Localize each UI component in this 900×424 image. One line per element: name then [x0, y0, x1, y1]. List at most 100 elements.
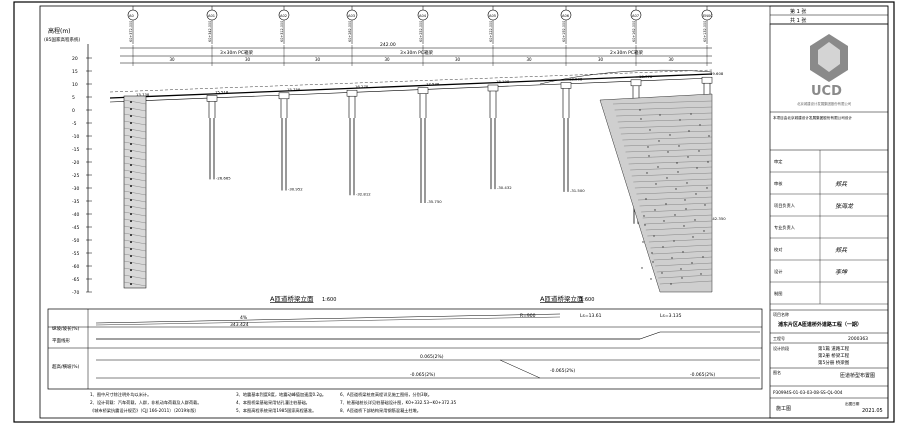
- note-line: 《城市桥梁抗震设计规范》（CJJ 166-2011）（2019年版）: [90, 407, 199, 414]
- pier-column: -30.952: [278, 92, 303, 191]
- slope-length: 343.424: [230, 322, 249, 328]
- drawing-name-label: 图名: [773, 369, 781, 375]
- company-note: 本项目由北京城建设计发展集团股份有限公司设计: [773, 115, 852, 120]
- station-label: K0+192.000: [562, 21, 566, 42]
- axis-title: 高程(m): [48, 27, 71, 35]
- company-logo: UCD 北京城建设计发展集团股份有限公司: [797, 34, 851, 106]
- right-view-scale: 1:600: [580, 297, 594, 303]
- pile-bottom-elev: -30.952: [288, 186, 303, 191]
- span-right-group-label: 2×30m PC箱梁: [610, 49, 644, 56]
- pile-bottom-elev: -32.812: [356, 191, 371, 196]
- right-view-title: A匝道桥梁立面: [540, 294, 584, 303]
- role-label: 项目负责人: [774, 202, 796, 209]
- span-mid-group-label: 3×30m PC箱梁: [400, 49, 434, 56]
- axis-tick-label: -65: [72, 277, 79, 283]
- date: 2021.05: [862, 408, 883, 414]
- span-length-label: 30: [455, 57, 461, 62]
- axis-tick-label: -70: [72, 290, 79, 296]
- sheet-counter: 第 1 张 共 1 张: [769, 5, 889, 25]
- note-line: 8、A匝道桥下部结构采用钢筋混凝土柱墩。: [340, 407, 421, 414]
- outer-frame: [13, 1, 895, 423]
- axis-tick-label: -25: [72, 173, 79, 179]
- pier-top-elev: 13.738: [136, 92, 150, 97]
- station-label: K0+162.000: [632, 21, 636, 42]
- note-line: 4、本图桥梁基础采用钻孔灌注桩基础。: [236, 399, 310, 406]
- pier-top-elev: 18.198: [496, 79, 510, 84]
- pier-label: A0: [129, 14, 134, 18]
- pier-top-elev: 15.518: [215, 89, 229, 94]
- role-label: 制图: [774, 290, 782, 297]
- note-line: 5、本图高程系统采用1985国家高程基准。: [236, 407, 316, 414]
- pier-label: A06: [562, 14, 570, 18]
- axis-tick-label: 10: [72, 82, 78, 88]
- span-total-label: 242.00: [380, 42, 396, 48]
- note-line: 7、桩基础桩长详见桩基础设计图，K0+332.53~K0+372.35: [340, 399, 456, 406]
- left-view-title: A匝道桥梁立面: [270, 294, 314, 303]
- pier-label: A03: [348, 14, 355, 18]
- pier-column: -26.665: [206, 95, 231, 180]
- span-length-label: 30: [598, 57, 604, 62]
- curve-k: Ls=3.135: [660, 313, 682, 319]
- cross-slope-3: -0.065(2%): [550, 368, 575, 374]
- note-line: 3、地震基本烈度8度，地震动峰值加速度0.2g。: [236, 391, 326, 398]
- pier-top-elev: 17.538: [426, 82, 440, 87]
- part-2: 第2册 桥梁工程: [818, 352, 850, 359]
- note-line: 6、A匝道桥梁桩底高程详见施工图纸，分别3联。: [340, 391, 432, 398]
- span-length-label: 30: [245, 57, 251, 62]
- axis-tick-label: -30: [72, 186, 79, 192]
- profile-row-superelevation: 超高/横坡(%): [52, 363, 80, 370]
- span-length-label: 30: [385, 57, 391, 62]
- axis-tick-label: -10: [72, 134, 79, 140]
- sheet-number: 第 1 张: [790, 8, 806, 15]
- role-label: 审定: [774, 158, 782, 165]
- span-length-label: 30: [527, 57, 533, 62]
- axis-tick-label: -50: [72, 238, 79, 244]
- pier-column: -31.500: [560, 82, 585, 193]
- curve-ls: Ls=13.61: [580, 313, 602, 319]
- pier-label: A01: [208, 14, 215, 18]
- role-label: 专业负责人: [774, 224, 796, 231]
- pile-bottom-elev: -26.665: [216, 175, 231, 180]
- part-3: 第5分册 桥梁图: [818, 359, 850, 366]
- date-label: 出图日期: [845, 401, 860, 406]
- role-signature: 李坤: [835, 268, 848, 276]
- span-length-label: 30: [170, 57, 176, 62]
- axis-tick-label: -40: [72, 212, 79, 218]
- note-line: 2、设计荷载：汽车荷载，人群，非机动车荷载及人群荷载。: [90, 399, 202, 406]
- pile-bottom-elev: -42.350: [711, 216, 726, 221]
- axis-tick-label: -35: [72, 199, 79, 205]
- design-notes: 1、图中尺寸除注明外均以米计。2、设计荷载：汽车荷载，人群，非机动车荷载及人群荷…: [90, 391, 456, 414]
- pile-bottom-elev: -30.432: [497, 185, 512, 190]
- station-labels: A0K0+372.00013.738A01K0+342.00015.518A02…: [127, 6, 724, 97]
- role-label: 校对: [774, 246, 782, 253]
- station-label: K0+252.000: [419, 21, 423, 42]
- pier-label: A02: [280, 14, 287, 18]
- pier-label: A04: [419, 14, 427, 18]
- pier-label: EN0C: [703, 14, 713, 18]
- pier-column: -35.750: [417, 87, 442, 204]
- title-block: UCD 北京城建设计发展集团股份有限公司 本项目由北京城建设计发展集团股份有限公…: [769, 23, 889, 419]
- project-name: 浦东片区A匝道桥外道路工程（一期）: [778, 321, 862, 328]
- station-label: K0+282.000: [348, 21, 352, 42]
- profile-row-plan: 平面线形: [52, 337, 70, 344]
- profile-row-slope: 纵坡/坡长(%): [52, 325, 80, 332]
- axis-tick-label: 0: [72, 108, 75, 114]
- pier-label: A07: [632, 14, 639, 18]
- axis-tick-label: -45: [72, 225, 79, 231]
- left-view-scale: 1:600: [322, 297, 336, 303]
- station-label: K0+342.000: [208, 21, 212, 42]
- station-label: K0+132.000: [703, 21, 707, 42]
- sheet-total: 共 1 张: [790, 17, 806, 24]
- role-label: 设计: [774, 268, 782, 275]
- axis-subtitle: (85国家高程系统): [44, 36, 80, 43]
- span-dimensions: 242.00 3×30m PC箱梁 3×30m PC箱梁 2×30m PC箱梁 …: [120, 42, 712, 66]
- station-label: K0+222.000: [489, 21, 493, 42]
- cross-slope-1: 0.065(2%): [420, 354, 444, 360]
